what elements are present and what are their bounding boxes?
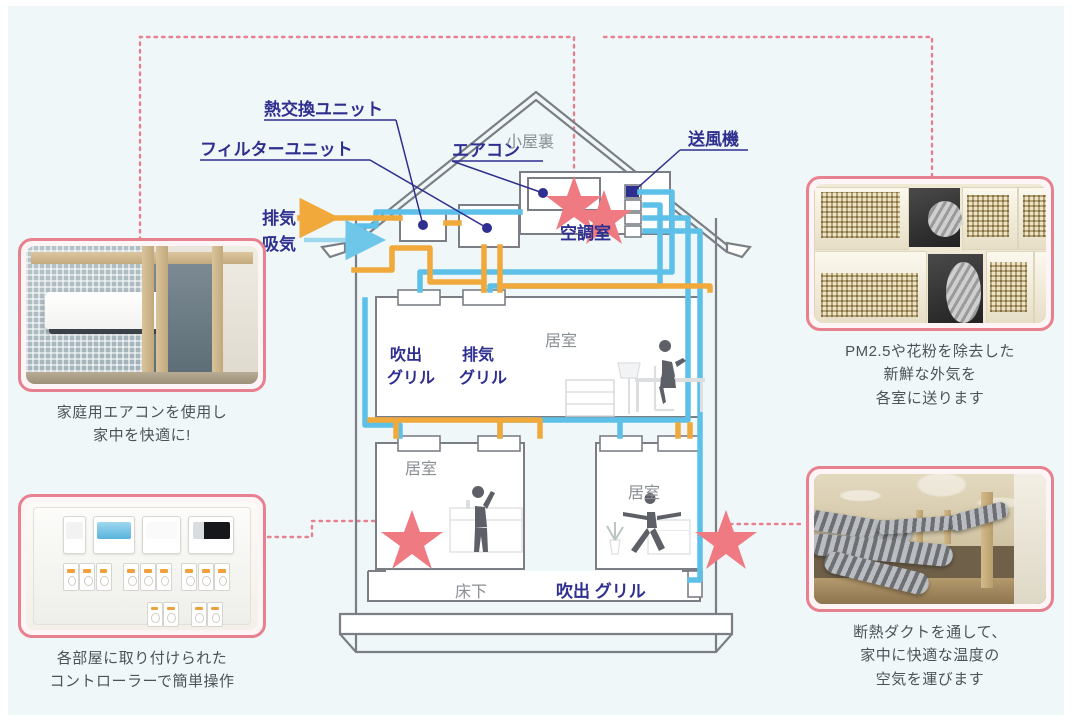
label-intake-air: 吸気	[262, 234, 296, 254]
label-exhaust-grille-line1: 排気	[462, 345, 494, 364]
caption-line: 各部屋に取り付けられた	[56, 650, 228, 667]
furniture-lower-right-room	[606, 493, 691, 555]
air-conditioner-photo-card[interactable]: 家庭用エアコンを使用し 家中を快適に!	[18, 238, 266, 448]
label-under-floor: 床下	[455, 583, 487, 601]
insulated-duct-photo-card[interactable]: 断熱ダクトを通して、 家中に快適な温度の 空気を運びます	[806, 466, 1054, 691]
label-living-room-1: 居室	[545, 332, 577, 350]
connector-lines	[138, 35, 934, 539]
caption-line: 断熱ダクトを通して、	[853, 624, 1007, 641]
label-exhaust-grille-line2: グリル	[459, 368, 507, 387]
location-stars	[381, 176, 757, 569]
label-hvac-room: 空調室	[560, 223, 611, 243]
controller-caption: 各部屋に取り付けられた コントローラーで簡単操作	[18, 647, 266, 694]
label-leader-dots	[418, 188, 548, 233]
star-attic-1	[546, 176, 602, 230]
insulated-duct-caption: 断熱ダクトを通して、 家中に快適な温度の 空気を運びます	[806, 621, 1054, 691]
insulated-duct-photo-frame	[806, 466, 1054, 612]
connector-controller-photo	[266, 519, 414, 539]
label-living-room-3: 居室	[628, 484, 660, 502]
star-attic-2	[576, 190, 632, 244]
label-leaders	[200, 119, 748, 229]
label-living-room-2: 居室	[405, 460, 437, 478]
caption-line: 家中を快適に!	[93, 427, 191, 445]
caption-line: 空気を運びます	[875, 670, 985, 688]
air-conditioner-caption: 家庭用エアコンを使用し 家中を快適に!	[18, 401, 266, 448]
ceiling-grille-photo-frame	[806, 176, 1054, 331]
room-upper	[375, 296, 701, 418]
controller-photo-frame	[18, 494, 266, 638]
page-margin-top	[0, 0, 1072, 6]
air-conditioner-photo-frame	[18, 238, 266, 392]
label-exhaust-air: 排気	[262, 208, 296, 228]
label-blower: 送風機	[688, 129, 739, 149]
label-attic: 小屋裏	[506, 132, 554, 151]
connector-ac-photo	[138, 35, 576, 302]
air-conditioner-photo-image	[26, 246, 258, 384]
label-supply-grille-floor: 吹出 グリル	[556, 581, 646, 601]
blower-node	[626, 186, 639, 197]
controller-photo-image	[26, 502, 258, 630]
caption-line: 新鮮な外気を	[883, 366, 977, 384]
page-margin-left	[0, 0, 8, 721]
controller-photo-card[interactable]: 各部屋に取り付けられた コントローラーで簡単操作	[18, 494, 266, 694]
insulated-duct-photo-image	[814, 474, 1046, 604]
ceiling-grille-photo-card[interactable]: PM2.5や花粉を除去した 新鮮な外気を 各室に送ります	[806, 176, 1054, 410]
star-room-left	[381, 510, 443, 569]
star-room-right	[695, 510, 757, 569]
grille-boxes	[397, 289, 703, 598]
label-heat-exchange-unit: 熱交換ユニット	[264, 99, 383, 119]
caption-line: 家庭用エアコンを使用し	[56, 404, 228, 421]
label-supply-grille-line1: 吹出	[390, 345, 422, 364]
rooms	[367, 296, 701, 602]
caption-line: コントローラーで簡単操作	[49, 673, 235, 691]
furniture-lower-left-room	[449, 486, 523, 553]
connector-grille-photo	[602, 35, 934, 180]
caption-line: 家中に快適な温度の	[860, 647, 1000, 665]
page-margin-right	[1064, 0, 1072, 721]
page-margin-bottom	[0, 715, 1072, 721]
label-supply-grille-line2: グリル	[387, 368, 435, 387]
ceiling-grille-caption: PM2.5や花粉を除去した 新鮮な外気を 各室に送ります	[806, 340, 1054, 410]
caption-line: 各室に送ります	[875, 389, 985, 407]
ceiling-grille-photo-image	[814, 184, 1046, 323]
underfloor-plenum	[367, 571, 701, 602]
label-filter-unit: フィルターユニット	[200, 140, 353, 159]
label-air-conditioner: エアコン	[452, 141, 520, 160]
exhaust-intake-arrows	[299, 197, 386, 261]
furniture-upper-room	[565, 340, 705, 417]
caption-line: PM2.5や花粉を除去した	[845, 343, 1015, 360]
